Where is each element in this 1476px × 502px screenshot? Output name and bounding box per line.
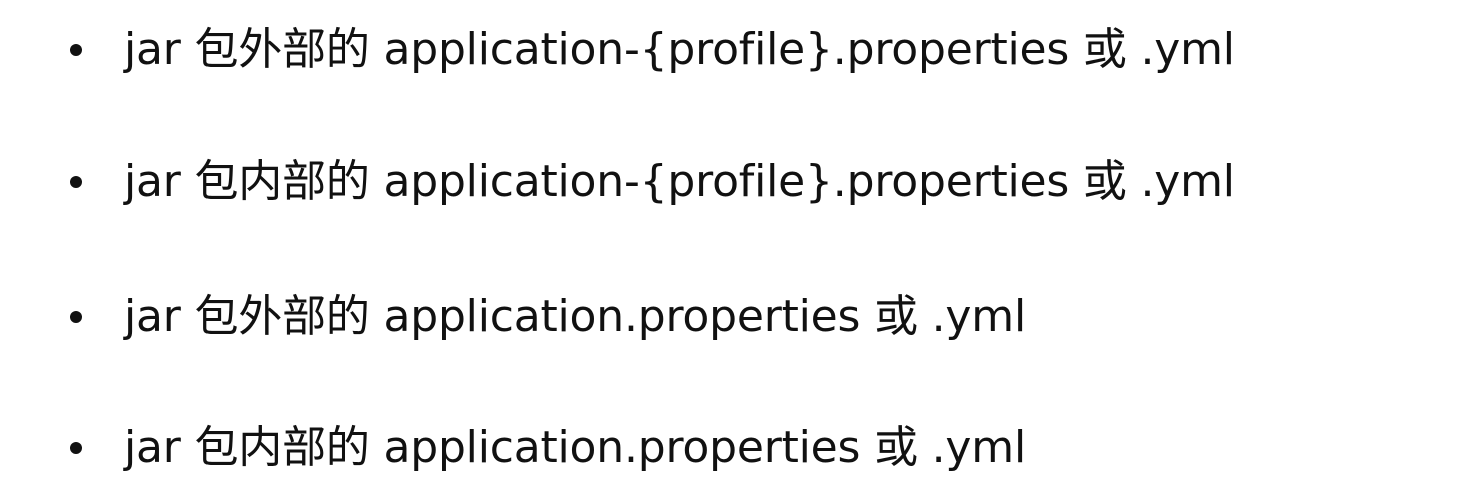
list-item: jar 包内部的 application.properties 或 .yml xyxy=(70,418,1026,478)
list-item-text: jar 包外部的 application-{profile}.propertie… xyxy=(124,24,1235,75)
bullet-dot xyxy=(70,311,82,323)
list-item: jar 包外部的 application-{profile}.propertie… xyxy=(70,20,1235,80)
bullet-dot xyxy=(70,44,82,56)
bullet-dot xyxy=(70,442,82,454)
list-item-text: jar 包内部的 application-{profile}.propertie… xyxy=(124,156,1235,207)
list-item-text: jar 包外部的 application.properties 或 .yml xyxy=(124,291,1026,342)
list-item-text: jar 包内部的 application.properties 或 .yml xyxy=(124,422,1026,473)
list-item: jar 包内部的 application-{profile}.propertie… xyxy=(70,152,1235,212)
bullet-dot xyxy=(70,176,82,188)
list-item: jar 包外部的 application.properties 或 .yml xyxy=(70,287,1026,347)
